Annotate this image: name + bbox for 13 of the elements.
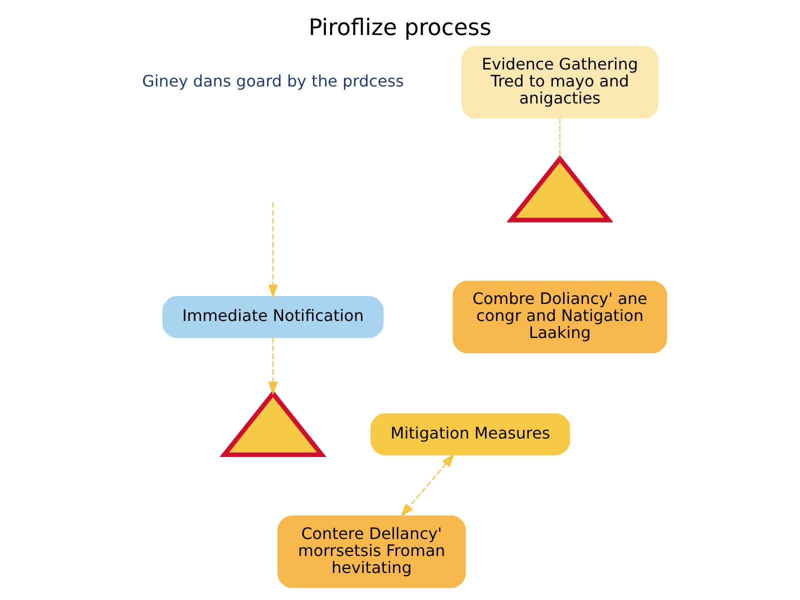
diagram-title: Piroflize process	[308, 15, 492, 42]
arrow	[268, 338, 278, 396]
arrow	[268, 202, 278, 298]
node-box: Mitigation Measures	[370, 413, 570, 456]
node-triangle	[220, 390, 326, 458]
arrow	[400, 454, 455, 517]
node-triangle	[506, 155, 614, 222]
node-box: Contere Dellancy' morrsetsis Froman hevitating	[278, 515, 466, 588]
connector	[559, 118, 560, 159]
label: Giney dans goard by the prdcess	[142, 71, 404, 90]
node-box: Immediate Notification	[162, 296, 384, 338]
node-box: Combre Doliancy' ane congr and Natigation Laaking	[452, 280, 668, 354]
node-box: Evidence Gathering Tred to mayo and anigacties	[461, 46, 659, 119]
